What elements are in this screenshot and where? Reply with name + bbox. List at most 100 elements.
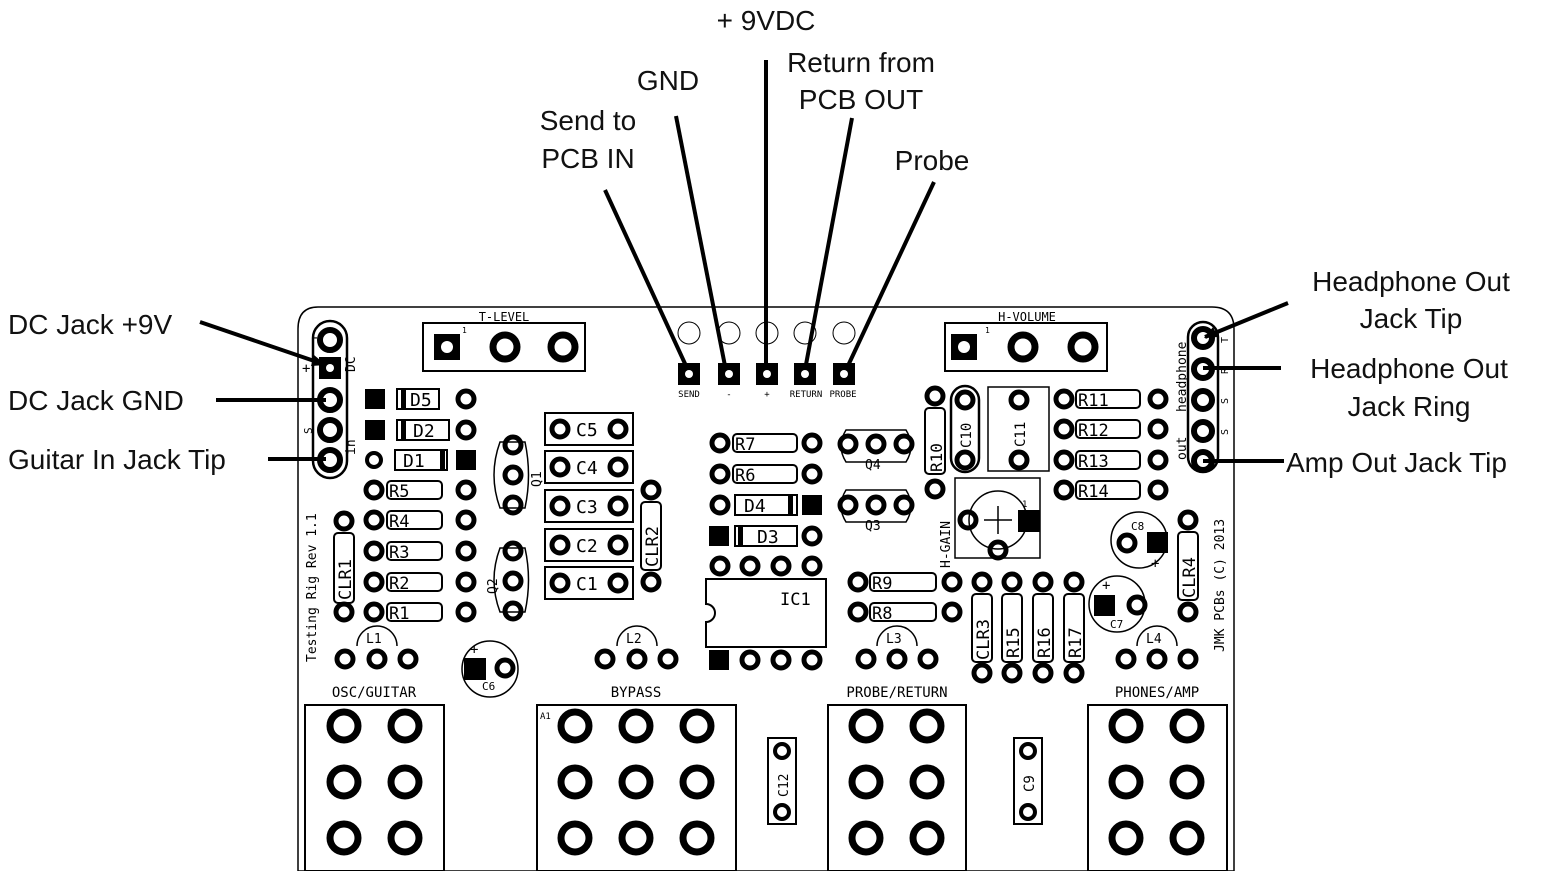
footswitch-phones-amp: PHONES/AMP — [1087, 685, 1228, 871]
svg-text:D3: D3 — [757, 527, 779, 548]
svg-text:R13: R13 — [1078, 452, 1109, 472]
pad-hp-tip — [1191, 326, 1215, 350]
silk-minus: - — [726, 390, 731, 400]
svg-text:BYPASS: BYPASS — [611, 685, 662, 701]
leader-return — [803, 117, 854, 371]
callout-hp-ring-line2: Jack Ring — [1348, 391, 1471, 422]
leader-gnd — [674, 115, 728, 372]
silk-plus: + — [764, 390, 770, 400]
part-clr1: CLR1 — [333, 510, 356, 623]
part-c12: C12 — [767, 737, 797, 825]
svg-text:R8: R8 — [872, 604, 892, 624]
svg-text:OSC/GUITAR: OSC/GUITAR — [332, 685, 417, 701]
leader-send — [603, 189, 689, 369]
resistors-vertical: CLR3 R15 R16 R17 — [971, 571, 1086, 684]
svg-text:+: + — [1151, 556, 1159, 572]
label-r3: R3 — [389, 543, 409, 563]
leader-probe — [844, 181, 936, 371]
silk-h-gain: H-GAIN — [939, 521, 954, 568]
svg-text:R9: R9 — [872, 574, 892, 594]
parts-gain-area: R10 C10 C11 1 H-GAIN — [924, 384, 1050, 568]
svg-text:R16: R16 — [1035, 627, 1055, 658]
label-d1: D1 — [403, 451, 425, 472]
svg-text:Q3: Q3 — [865, 519, 881, 534]
leader-dc-plus — [199, 320, 327, 367]
pad-hp-ring — [1191, 357, 1215, 381]
resistors-left: R5 R4 R3 R2 R1 — [363, 479, 477, 624]
part-c8: C8 + — [1110, 511, 1168, 572]
callout-send-line1: Send to — [540, 105, 637, 136]
callout-labels: + 9VDC GND Return from PCB OUT Send to P… — [8, 5, 1510, 478]
caps-film: C5 C4 C3 C2 C1 — [544, 412, 634, 600]
svg-text:R14: R14 — [1078, 482, 1109, 502]
callout-probe: Probe — [895, 145, 970, 176]
svg-text:S: S — [1220, 429, 1231, 435]
pcb-outline — [297, 306, 1235, 871]
silk-t-level: T-LEVEL — [479, 310, 530, 324]
svg-text:C9: C9 — [1022, 775, 1038, 792]
callout-dc-gnd: DC Jack GND — [8, 385, 184, 416]
svg-text:R15: R15 — [1004, 627, 1024, 658]
footswitch-bypass: BYPASS A1 — [536, 685, 737, 871]
pad-in-tip — [317, 447, 343, 473]
silk-dc-plus: + — [302, 361, 310, 377]
left-header-outline — [311, 319, 349, 480]
svg-text:D4: D4 — [744, 496, 766, 517]
silk-h-volume: H-VOLUME — [998, 310, 1056, 324]
svg-text:CLR3: CLR3 — [974, 619, 994, 660]
svg-text:R17: R17 — [1066, 627, 1086, 658]
svg-text:C6: C6 — [482, 680, 495, 693]
silk-revision: Testing Rig Rev 1.1 — [305, 513, 320, 662]
svg-text:1: 1 — [462, 326, 467, 335]
label-r1: R1 — [389, 604, 409, 624]
silk-dc: DC — [344, 356, 359, 372]
svg-text:C1: C1 — [576, 574, 598, 595]
svg-text:L1: L1 — [366, 632, 382, 647]
svg-text:L3: L3 — [886, 632, 902, 647]
svg-text:R11: R11 — [1078, 391, 1109, 411]
svg-text:1: 1 — [1022, 500, 1027, 510]
silk-headphone: headphone — [1175, 341, 1190, 412]
part-q4: Q4 — [837, 429, 915, 473]
callout-gnd: GND — [637, 65, 699, 96]
svg-text:L2: L2 — [626, 632, 642, 647]
label-d2: D2 — [413, 421, 435, 442]
pad-dc-gnd — [317, 387, 343, 413]
svg-text:C12: C12 — [777, 774, 792, 797]
svg-text:PHONES/AMP: PHONES/AMP — [1115, 685, 1199, 701]
svg-text:S: S — [1220, 398, 1231, 404]
pad-dc-minus — [317, 327, 343, 353]
callout-hp-tip-line2: Jack Tip — [1360, 303, 1463, 334]
svg-text:C8: C8 — [1131, 520, 1144, 533]
silk-in: in — [344, 439, 359, 455]
label-r5: R5 — [389, 482, 409, 502]
callout-dc-plus: DC Jack +9V — [8, 309, 172, 340]
part-c7: + C7 — [1088, 575, 1148, 633]
svg-text:CLR4: CLR4 — [1180, 557, 1200, 598]
parts-center: R7 R6 D4 D3 — [709, 432, 823, 548]
pad-out-sleeve — [1191, 419, 1215, 443]
part-clr4: CLR4 — [1177, 509, 1200, 623]
svg-text:R7: R7 — [735, 435, 755, 455]
svg-text:Q2: Q2 — [486, 578, 501, 594]
svg-text:+: + — [1102, 578, 1110, 594]
svg-text:R: R — [1220, 367, 1231, 374]
svg-text:PROBE/RETURN: PROBE/RETURN — [846, 685, 947, 701]
svg-text:CLR1: CLR1 — [336, 559, 356, 600]
svg-text:C3: C3 — [576, 497, 598, 518]
svg-text:T: T — [1220, 337, 1231, 343]
callout-9vdc: + 9VDC — [717, 5, 816, 36]
part-q3: Q3 — [837, 489, 915, 534]
led-l1: L1 — [334, 625, 419, 670]
right-jack-header: headphone out T R S S — [1175, 320, 1231, 474]
label-r2: R2 — [389, 574, 409, 594]
pad-in-sleeve — [317, 417, 343, 443]
off-board-pads: SEND - + RETURN PROBE — [677, 321, 857, 400]
callout-amp-tip: Amp Out Jack Tip — [1286, 447, 1507, 478]
footswitch-probe-return: PROBE/RETURN — [827, 685, 967, 871]
pad-out-tip — [1191, 449, 1215, 473]
callout-return-line1: Return from — [787, 47, 935, 78]
svg-text:R10: R10 — [927, 443, 946, 472]
svg-text:+: + — [470, 642, 478, 658]
pad-hp-sleeve — [1191, 388, 1215, 412]
